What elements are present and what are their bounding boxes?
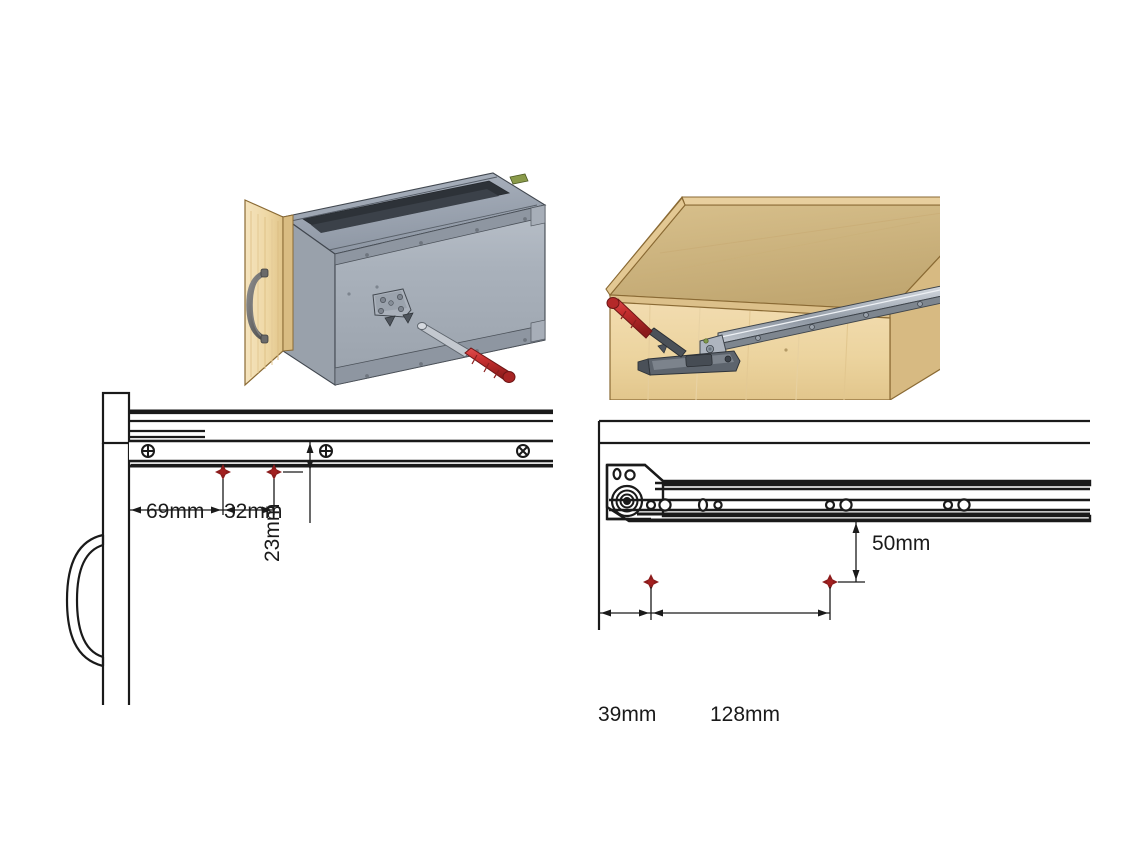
figure-drawer-elevation [45,385,570,725]
wood-front-panel [244,199,294,387]
figure-cabinet-carcass [590,165,940,400]
arrow-50mm [852,523,860,580]
slide-latch-bracket [637,350,741,376]
green-clip [509,173,529,185]
handle-profile-side-view [65,533,105,668]
dim-label-23mm: 23mm [261,503,284,562]
green-pin [703,338,709,344]
dim-label-128mm: 128mm [710,703,781,726]
figure-cabinet-elevation [585,415,1095,645]
dim-label-39mm: 39mm [598,703,657,726]
screwdriver [606,297,687,358]
screwdriver [417,322,516,383]
drawer-handle [246,268,269,344]
red-marker-points [643,574,838,590]
drawer-slide-rail [699,285,940,362]
dim-label-69mm: 69mm [146,500,205,523]
dim-label-50mm: 50mm [872,532,931,555]
screws [384,312,414,327]
arrow-39mm-128mm [601,609,828,617]
figure-drawer-box [225,155,555,395]
drawer-body-top [281,172,547,255]
arrow-23mm [306,443,314,470]
rail-screw-symbols [141,444,530,458]
red-marker-points [215,464,282,480]
rail-mounting-holes [645,498,971,512]
pivot-circles [610,484,644,518]
slide-rail-profile [605,463,1092,523]
mounting-bracket [372,288,412,318]
arrow-69mm-32mm [131,506,272,514]
drawer-body-face [334,204,546,386]
dim-label-32mm: 32mm [224,500,283,523]
